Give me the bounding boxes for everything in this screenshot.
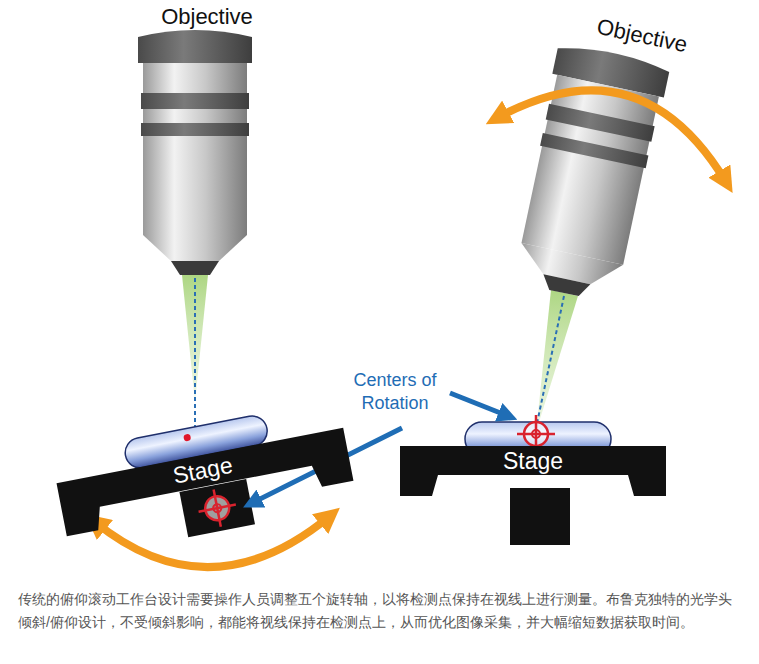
stage-label: Stage xyxy=(57,429,349,512)
light-beam xyxy=(536,290,578,432)
rotation-center-mark xyxy=(195,486,240,531)
stage-box: Stage xyxy=(400,446,666,496)
pointer-arrow xyxy=(450,393,508,416)
tilt-arrow xyxy=(497,90,726,182)
left-objective xyxy=(138,30,252,430)
caption: 传统的俯仰滚动工作台设计需要操作人员调整五个旋转轴，以将检测点保持在视线上进行测… xyxy=(18,588,742,634)
inspection-point xyxy=(183,433,191,441)
stage-pedestal xyxy=(510,488,570,545)
objective-label: Objective xyxy=(127,3,287,32)
line-of-sight xyxy=(194,278,196,430)
objective-label: Objective xyxy=(561,5,723,66)
stage-label: Stage xyxy=(400,447,666,475)
line-of-sight xyxy=(536,296,564,428)
objective-body xyxy=(508,42,670,305)
tilt-arrow xyxy=(95,516,330,567)
stage-box: Stage xyxy=(57,428,354,537)
callout-label: Centers of Rotation xyxy=(334,369,456,416)
objective-body xyxy=(138,30,252,275)
